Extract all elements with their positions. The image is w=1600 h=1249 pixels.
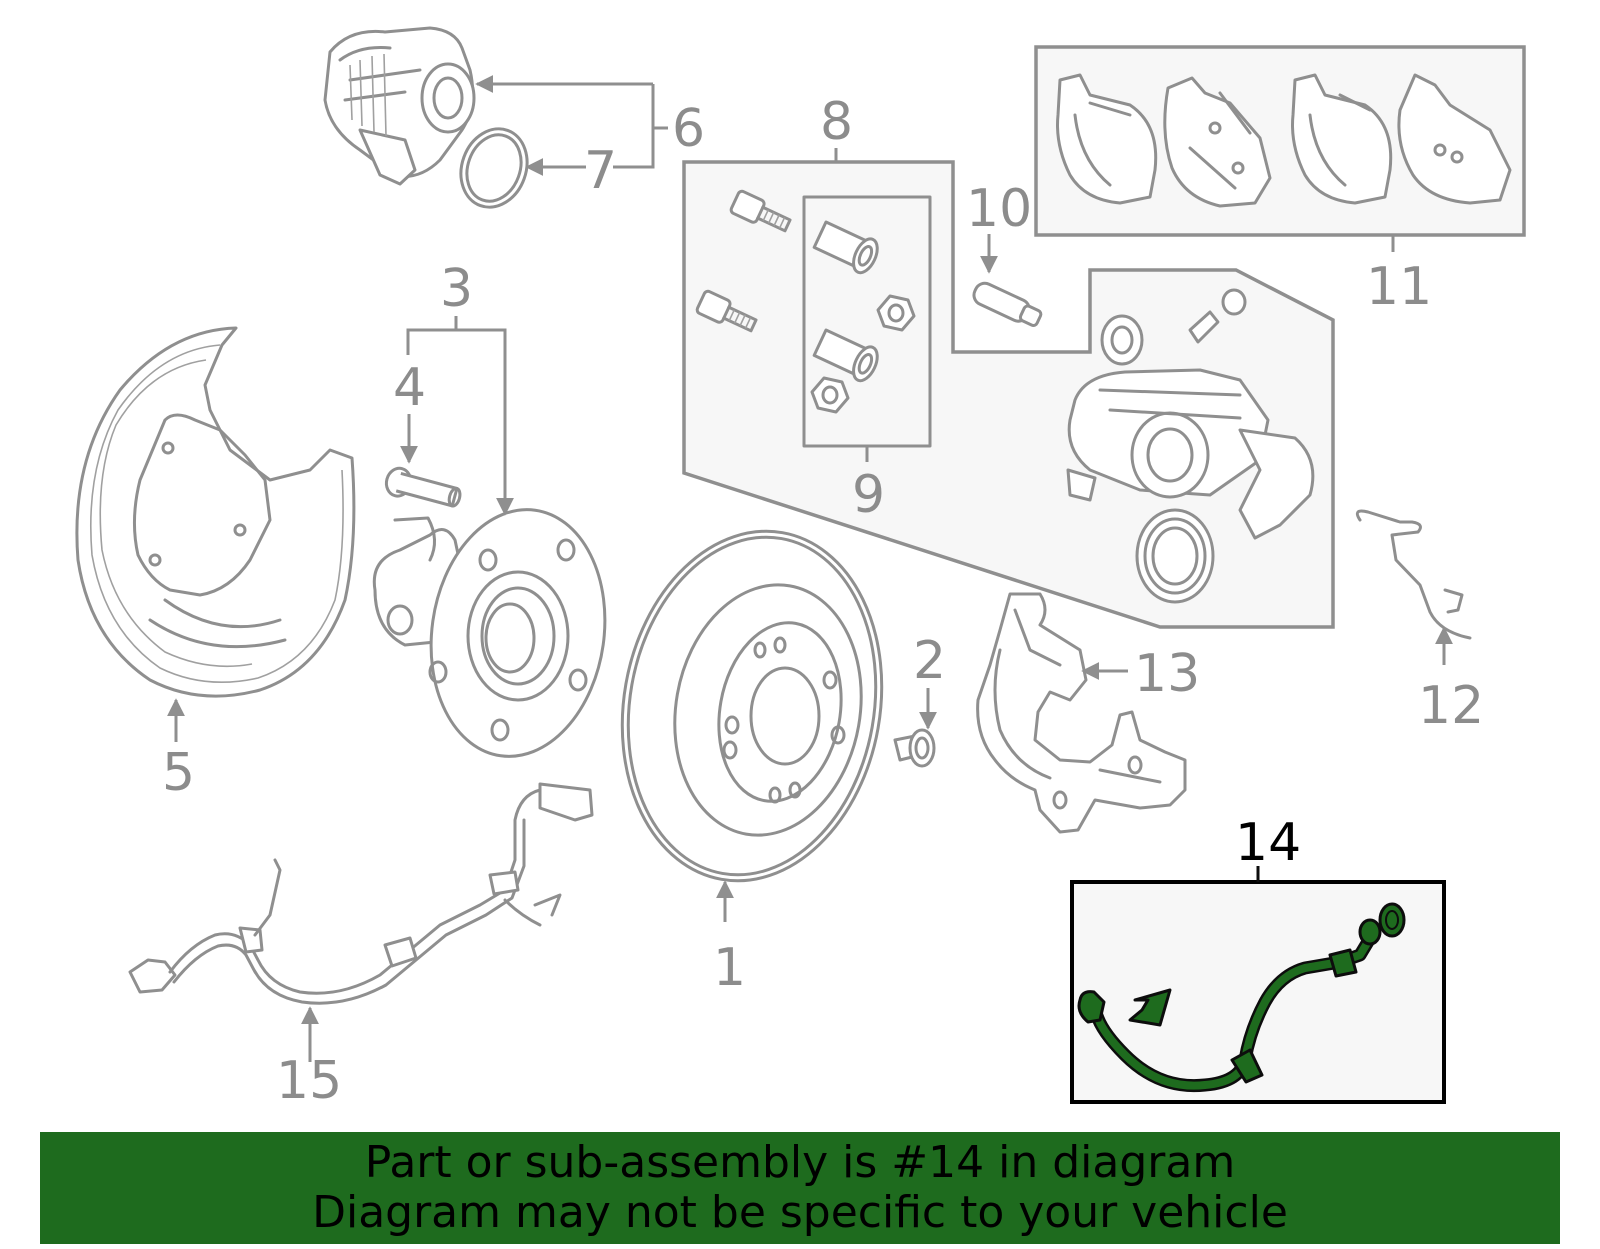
callout-7: 7 [584, 141, 617, 201]
banner-line-2: Diagram may not be specific to your vehi… [312, 1187, 1288, 1238]
abs-sensor-harness-part-15 [128, 782, 594, 1005]
info-banner: Part or sub-assembly is #14 in diagram D… [40, 1132, 1560, 1244]
callout-1: 1 [713, 938, 746, 998]
callout-15: 15 [276, 1051, 342, 1111]
guide-pins-part-9 [810, 220, 916, 414]
parking-brake-motor-part-6 [323, 26, 476, 186]
anti-rattle-clip-part-12 [1355, 509, 1472, 640]
banner-line-1: Part or sub-assembly is #14 in diagram [364, 1137, 1236, 1188]
splash-shield-part-5 [75, 326, 356, 698]
slide-pin-part-10 [972, 281, 1043, 327]
callout-10: 10 [966, 179, 1032, 239]
o-ring-part-7 [459, 127, 529, 209]
hub-bolt-part-4 [384, 466, 462, 508]
callout-4: 4 [393, 358, 426, 418]
caliper-bracket-part-13 [976, 592, 1187, 834]
callout-9: 9 [852, 465, 885, 525]
caliper-bolts-part-8 [695, 189, 792, 333]
brake-hose-part-14[interactable] [1077, 902, 1406, 1093]
callout-5: 5 [162, 743, 195, 803]
leader-6 [477, 84, 655, 169]
callout-8: 8 [820, 92, 853, 152]
caliper-body [1066, 288, 1315, 540]
piston-seal [1135, 508, 1215, 604]
callout-2: 2 [913, 631, 946, 691]
brake-rotor-part-1 [620, 529, 884, 883]
callout-14: 14 [1235, 813, 1301, 873]
callout-13: 13 [1134, 644, 1200, 704]
callout-12: 12 [1418, 676, 1484, 736]
wheel-hub-part-3 [372, 508, 607, 758]
brake-pads-part-11 [1056, 73, 1512, 208]
rotor-screw-part-2 [893, 728, 936, 768]
callout-6: 6 [672, 99, 705, 159]
callout-3: 3 [440, 259, 473, 319]
callout-11: 11 [1366, 257, 1432, 317]
brake-parts-diagram: 1 2 3 4 5 6 7 8 9 10 11 12 13 14 15 [75, 26, 1526, 1111]
